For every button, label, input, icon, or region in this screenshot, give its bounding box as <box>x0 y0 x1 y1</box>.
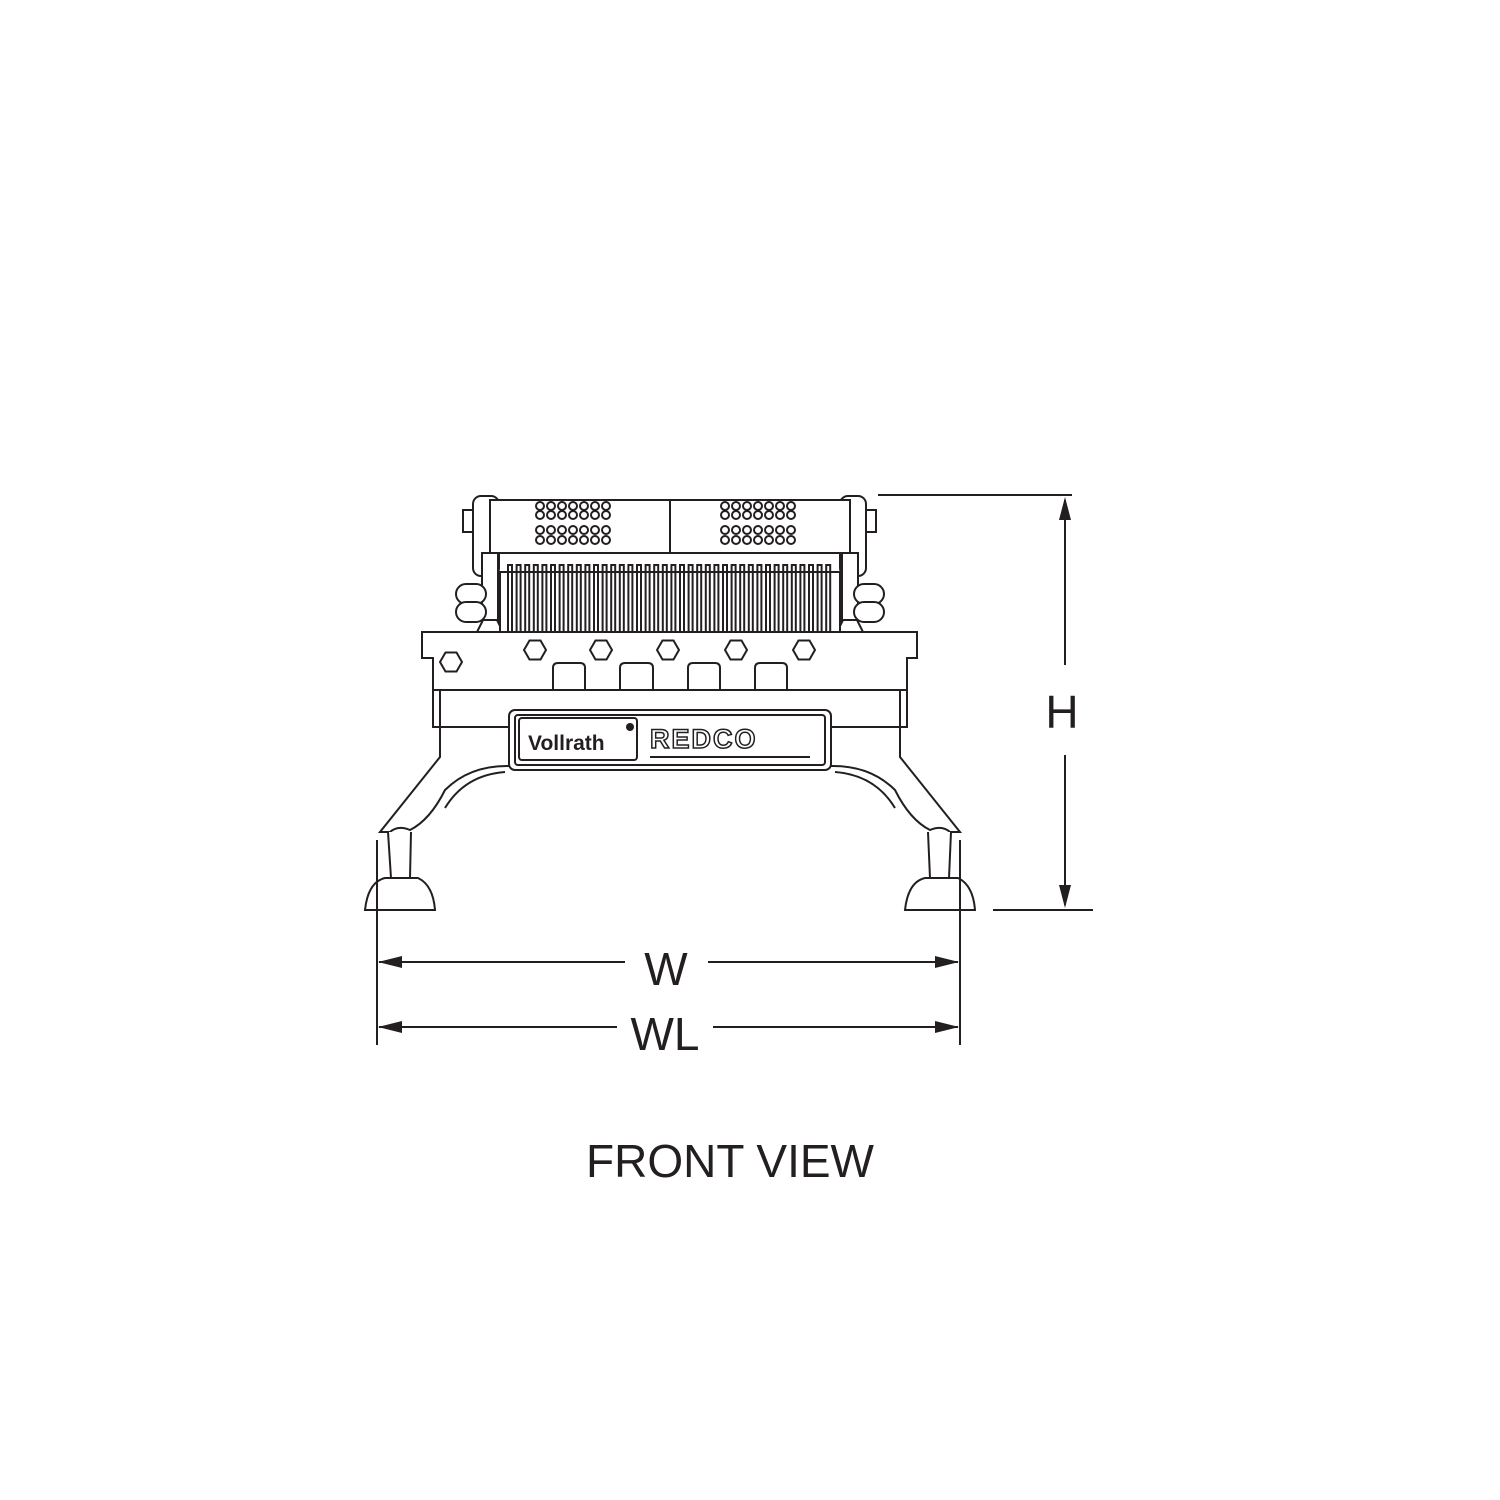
grip-dot <box>579 525 589 535</box>
leveling-feet <box>363 831 977 911</box>
grip-dot <box>742 510 752 520</box>
hex-nut <box>438 651 464 673</box>
grip-dot <box>557 510 567 520</box>
grip-dot <box>546 510 556 520</box>
grip-dot <box>568 525 578 535</box>
top-plate <box>421 631 918 728</box>
side-knobs <box>455 583 885 623</box>
height-label: H <box>1045 686 1078 738</box>
grip-dot <box>764 510 774 520</box>
grip-dot <box>775 525 785 535</box>
tabs <box>433 662 907 691</box>
grip-dot <box>753 510 763 520</box>
hex-nut <box>723 639 749 661</box>
width-label: W <box>644 943 688 995</box>
grip-dot <box>764 535 774 545</box>
grip-dot <box>557 525 567 535</box>
hex-nuts <box>438 639 817 673</box>
grip-dot <box>535 535 545 545</box>
grip-dot <box>775 510 785 520</box>
top-handle <box>462 495 877 577</box>
dimension-lines <box>376 494 1093 1045</box>
grip-dot <box>579 510 589 520</box>
grip-dot <box>535 525 545 535</box>
grip-dot <box>579 535 589 545</box>
grip-dot <box>557 535 567 545</box>
redco-logo: REDCO <box>650 724 758 754</box>
grip-dot <box>775 535 785 545</box>
hex-nut <box>588 639 614 661</box>
brand-plate: Vollrath REDCO <box>508 709 832 771</box>
grip-dot <box>720 510 730 520</box>
grip-dot <box>590 510 600 520</box>
grip-dot <box>546 535 556 545</box>
grip-dot <box>601 535 611 545</box>
grip-dot <box>601 525 611 535</box>
grip-dot <box>786 525 796 535</box>
grip-dot <box>535 510 545 520</box>
view-title: FRONT VIEW <box>586 1135 875 1187</box>
grip-dot <box>590 525 600 535</box>
grip-dot <box>546 525 556 535</box>
grip-dot <box>731 535 741 545</box>
grip-dot <box>601 510 611 520</box>
grip-dot <box>568 510 578 520</box>
grip-dot <box>590 535 600 545</box>
hex-nut <box>522 639 548 661</box>
grip-dot <box>720 535 730 545</box>
grip-dot <box>742 535 752 545</box>
grip-dot <box>786 535 796 545</box>
vollrath-logo: Vollrath <box>528 732 605 755</box>
grip-dot <box>720 525 730 535</box>
grip-dot <box>753 535 763 545</box>
hex-nut <box>655 639 681 661</box>
hex-nut <box>791 639 817 661</box>
grip-dot <box>786 510 796 520</box>
width-legs-label: WL <box>631 1008 700 1060</box>
grip-dot <box>731 525 741 535</box>
grip-dot <box>764 525 774 535</box>
grip-dot <box>568 535 578 545</box>
grip-dot <box>731 510 741 520</box>
grip-dot <box>742 525 752 535</box>
grip-dot <box>753 525 763 535</box>
